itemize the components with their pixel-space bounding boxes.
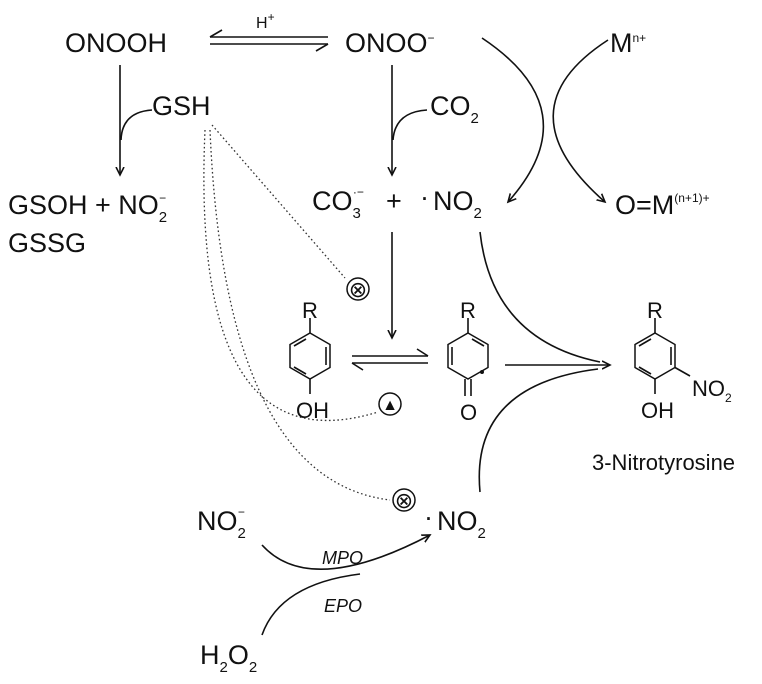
onoo-anion-label: ONOO− bbox=[345, 28, 435, 58]
nitrotyrosine-structure bbox=[634, 318, 691, 394]
plus-sign: + bbox=[386, 186, 402, 216]
tyrosyl-r-label: R bbox=[460, 298, 476, 323]
lower-no2-radical-label: NO2 bbox=[437, 506, 486, 542]
nitrotyrosine-inner-bond-2 bbox=[638, 366, 652, 375]
onoo-to-no2-metal-arrow bbox=[481, 37, 544, 202]
gsh-inhibit-no2-path bbox=[209, 129, 391, 501]
tyrosine-inner-bond-2 bbox=[293, 366, 307, 375]
inhibit-symbol-carbonate-circle bbox=[346, 277, 370, 301]
inhibit-symbol-carbonate: ⊗ bbox=[349, 277, 367, 302]
tyrosyl-radical-dot bbox=[480, 370, 484, 374]
tyrosine-ring bbox=[289, 332, 331, 380]
tyrosine-structure bbox=[289, 318, 331, 394]
tyrosyl-inner-bond-right bbox=[471, 338, 485, 347]
tyrosyl-oxo-label: O bbox=[460, 400, 477, 425]
nitrotyrosine-r-label: R bbox=[647, 298, 663, 323]
inhibit-symbol-no2-circle bbox=[392, 488, 416, 512]
nitrite-to-no2-arrow bbox=[261, 535, 430, 570]
co2-feed-curve bbox=[392, 109, 428, 141]
tyrosine-oh-label: OH bbox=[296, 398, 329, 423]
promote-symbol-circle bbox=[378, 392, 402, 416]
no2-radical-dot: · bbox=[420, 182, 429, 212]
tyrosine-r-label: R bbox=[302, 298, 318, 323]
nitrotyrosine-no2-label: NO2 bbox=[692, 376, 732, 405]
tyrosyl-eq-upper-barb bbox=[416, 348, 429, 357]
onooh-label: ONOOH bbox=[65, 28, 167, 58]
carbonate-radical-label: CO3·− bbox=[312, 185, 364, 222]
lower-no2-radical-dot: · bbox=[424, 502, 433, 532]
nitrotyrosine-oh-label: OH bbox=[641, 398, 674, 423]
gsh-inhibit-carbonate-path bbox=[211, 124, 346, 279]
hydrogen-peroxide-label: H2O2 bbox=[200, 640, 257, 676]
h2o2-feed-curve bbox=[261, 573, 361, 636]
gsh-promote-tyrosyl-path bbox=[203, 129, 379, 422]
equilibrium-upper-barb bbox=[209, 29, 223, 38]
oxo-metal-label: O=M(n+1)+ bbox=[615, 190, 710, 220]
metal-ion-label: Mn+ bbox=[610, 28, 646, 58]
mpo-label: MPO bbox=[322, 548, 363, 568]
metal-to-oxometal-arrow bbox=[552, 39, 609, 202]
acid-base-equilibrium-arrows bbox=[209, 29, 329, 52]
gsoh-nitrite-label: GSOH + NO2− bbox=[8, 190, 167, 226]
epo-label: EPO bbox=[324, 596, 362, 616]
h-plus-label: H+ bbox=[256, 10, 275, 32]
nitrotyrosine-name-label: 3-Nitrotyrosine bbox=[592, 450, 735, 475]
gsh-label: GSH bbox=[152, 91, 211, 121]
gsh-feed-curve bbox=[120, 109, 153, 141]
nitrotyrosine-no2-bond bbox=[674, 366, 691, 377]
tyrosyl-equilibrium-arrows bbox=[351, 348, 429, 371]
tyrosyl-radical-structure bbox=[447, 318, 489, 396]
gssg-label: GSSG bbox=[8, 228, 86, 258]
no2-radical-label: NO2 bbox=[433, 186, 482, 222]
nitrotyrosine-inner-bond-3 bbox=[638, 338, 652, 347]
inhibit-symbol-no2: ⊗ bbox=[395, 488, 413, 513]
promote-symbol: ▲ bbox=[382, 397, 398, 414]
tyrosine-inner-bond-3 bbox=[293, 338, 307, 347]
tyrosyl-eq-lower-barb bbox=[351, 362, 364, 371]
equilibrium-lower-barb bbox=[315, 43, 329, 52]
nitrotyrosine-ring bbox=[634, 332, 676, 380]
nitrite-label: NO2− bbox=[197, 505, 246, 542]
tyrosyl-ring bbox=[447, 332, 489, 380]
no2-lower-converge-curve bbox=[478, 368, 599, 493]
co2-label: CO2 bbox=[430, 91, 479, 127]
no2-radical-converge-curve bbox=[479, 231, 601, 363]
